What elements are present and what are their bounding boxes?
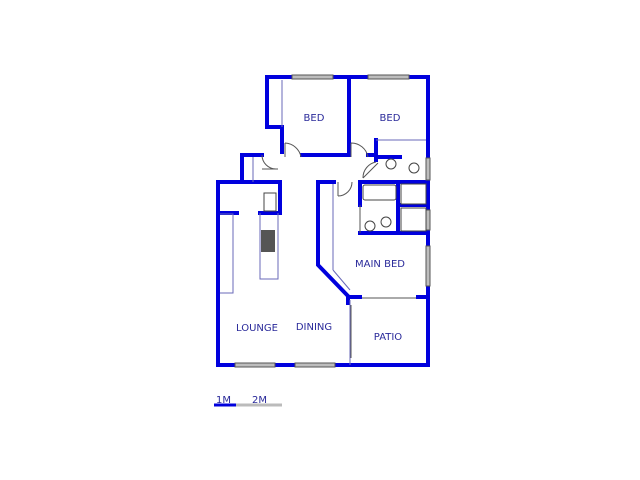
room-label-main-bed: MAIN BED — [355, 259, 405, 270]
toilet-icon — [380, 216, 392, 228]
room-label-dining: DINING — [296, 322, 332, 333]
scale-label-2m: 2M — [252, 395, 267, 406]
bathtub-icon — [362, 184, 397, 201]
room-label-lounge: LOUNGE — [236, 323, 278, 334]
fixtures — [261, 158, 427, 252]
stove-icon — [261, 230, 275, 252]
room-label-bed: BED — [380, 113, 401, 124]
interior-lines — [220, 80, 426, 365]
room-labels: BED BED MAIN BED LOUNGE DINING PATIO — [236, 113, 405, 343]
basin-icon — [385, 158, 397, 170]
sink-icon — [263, 192, 277, 212]
toilet-icon — [408, 162, 420, 174]
basin-icon — [364, 220, 376, 232]
scale-label-1m: 1M — [216, 395, 231, 406]
shower-icon — [400, 183, 427, 205]
scale-bar: 1M 2M — [214, 395, 282, 407]
doors — [261, 142, 416, 358]
shower-icon — [400, 207, 427, 232]
room-label-patio: PATIO — [374, 332, 403, 343]
room-label-bed: BED — [304, 113, 325, 124]
